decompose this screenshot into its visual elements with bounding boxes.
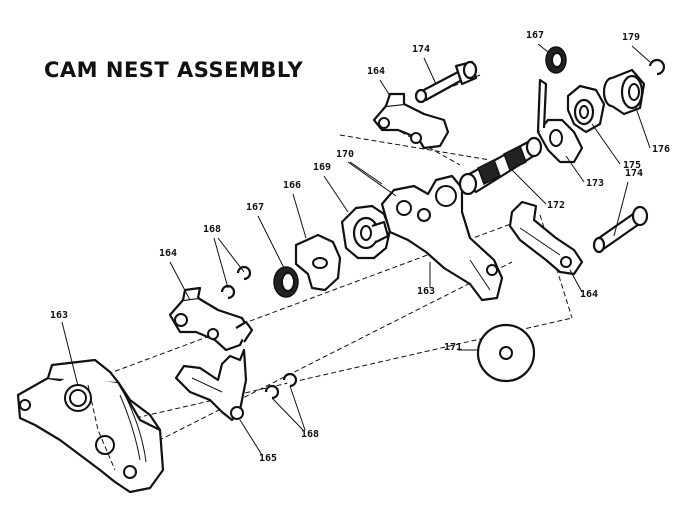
callout-label: 163: [50, 310, 68, 321]
callout-label: 168: [301, 429, 319, 440]
lever-164-upper: [372, 92, 450, 150]
callout-label: 175: [623, 160, 641, 171]
callout-label: 170: [336, 149, 354, 160]
callout-label: 171: [444, 342, 462, 353]
callout-label: 167: [246, 202, 264, 213]
pin-174-upper: [414, 60, 478, 104]
callout-label: 168: [203, 224, 221, 235]
base-plate-163: [16, 358, 165, 494]
washer-167-top: [545, 46, 567, 74]
clip-179: [648, 58, 666, 76]
shaft-172: [458, 136, 543, 196]
bracket-cam-173: [536, 78, 584, 164]
clips-168-upper: [220, 265, 252, 300]
lever-165: [174, 348, 248, 422]
ring-cam-175: [566, 84, 606, 134]
pin-174-right: [592, 205, 649, 254]
callout-label: 176: [652, 144, 670, 155]
callout-label: 165: [259, 453, 277, 464]
clips-168-lower: [264, 372, 298, 400]
lever-164-left: [168, 286, 254, 352]
lever-164-right: [508, 200, 584, 276]
callout-label: 172: [547, 200, 565, 211]
callout-label: 163: [417, 286, 435, 297]
callout-label: 174: [625, 168, 643, 179]
callout-label: 174: [412, 44, 430, 55]
callout-label: 167: [526, 30, 544, 41]
center-frame-163: [380, 174, 504, 302]
disc-washer-171: [476, 323, 536, 383]
callout-label: 164: [159, 248, 177, 259]
washer-167-left: [273, 266, 299, 298]
callout-label: 173: [586, 178, 604, 189]
hub-176: [602, 68, 646, 116]
leader-lines: [61, 43, 651, 456]
diagram-title: CAM NEST ASSEMBLY: [44, 58, 303, 82]
callout-label: 164: [580, 289, 598, 300]
callout-label: 164: [367, 66, 385, 77]
callout-label: 179: [622, 32, 640, 43]
callout-label: 169: [313, 162, 331, 173]
gear-cam-169: [340, 204, 392, 260]
cam-plate-166: [294, 233, 342, 292]
callout-label: 166: [283, 180, 301, 191]
